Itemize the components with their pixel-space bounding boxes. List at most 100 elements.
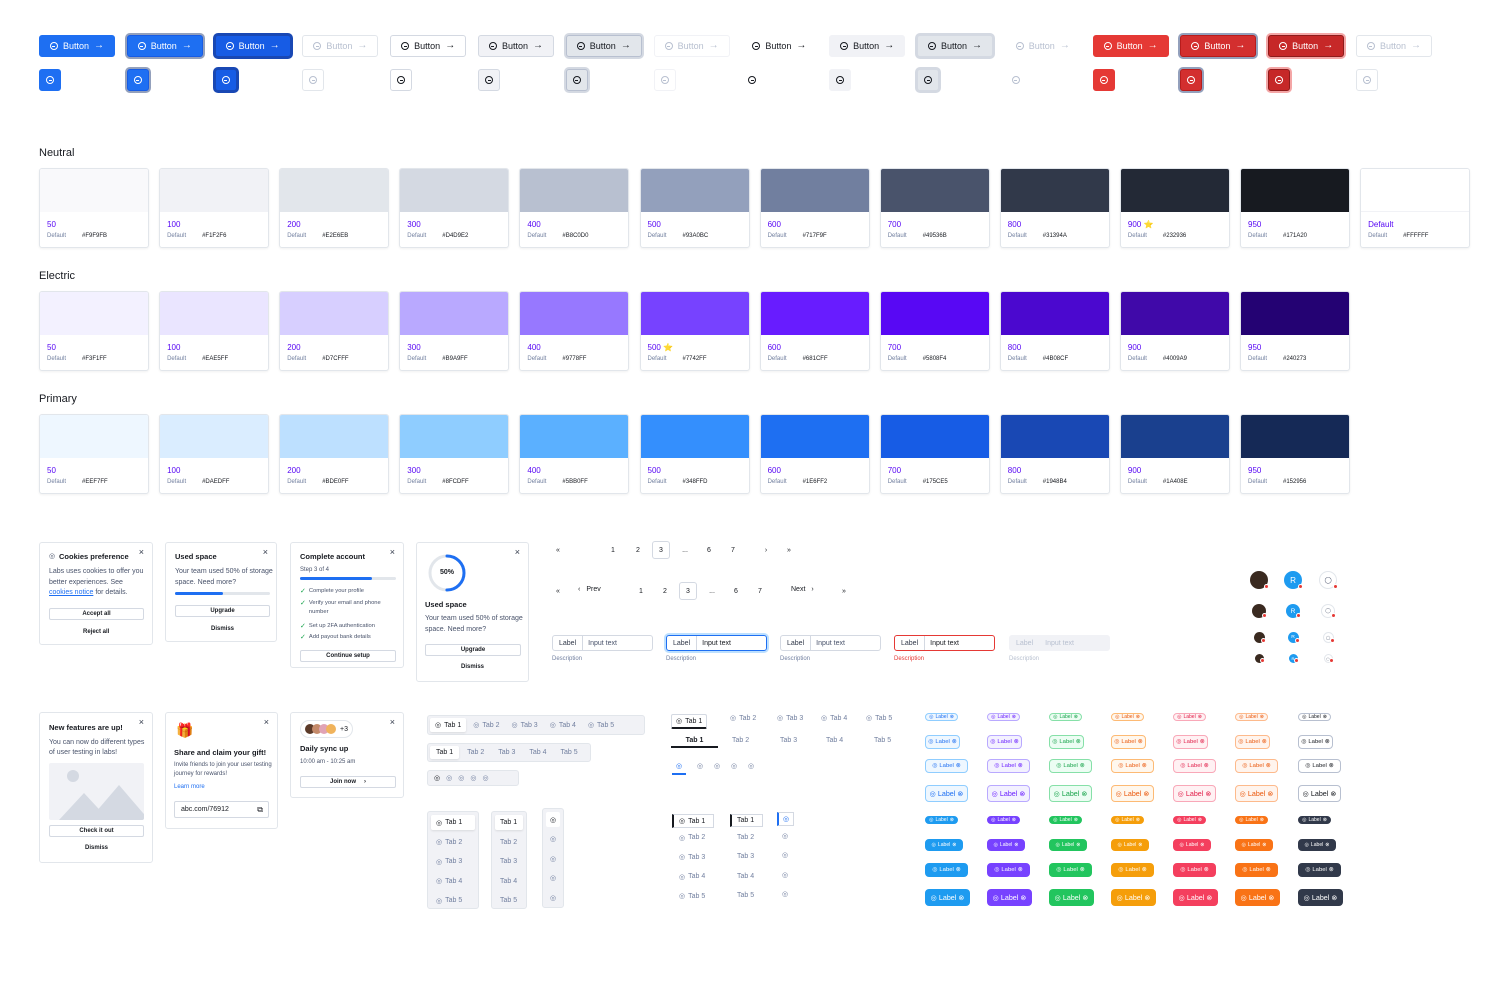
tab-5[interactable]: Tab 5: [495, 893, 523, 908]
copy-icon[interactable]: ⧉: [257, 805, 263, 814]
upgrade-button[interactable]: Upgrade: [425, 644, 521, 656]
icon-button[interactable]: [302, 69, 325, 91]
tab-4[interactable]: ◎Tab 4: [545, 718, 581, 732]
icon-button[interactable]: [1092, 69, 1115, 91]
user-icon[interactable]: ◯: [1322, 632, 1334, 643]
circle-icon[interactable]: ◎: [446, 775, 453, 782]
icon-button[interactable]: [39, 69, 61, 91]
tab-4[interactable]: Tab 4: [495, 874, 523, 889]
tab-1[interactable]: ◎Tab 1: [671, 714, 708, 729]
close-circle-icon[interactable]: ⊗: [958, 894, 965, 902]
icon-button[interactable]: [653, 69, 676, 91]
close-circle-icon[interactable]: ⊗: [1268, 894, 1275, 902]
close-circle-icon[interactable]: ⊗: [1019, 790, 1026, 798]
close-circle-icon[interactable]: ⊗: [1011, 817, 1016, 823]
close-circle-icon[interactable]: ⊗: [955, 867, 961, 873]
close-circle-icon[interactable]: ⊗: [1079, 763, 1085, 769]
circle-icon[interactable]: ◎: [777, 812, 795, 826]
close-circle-icon[interactable]: ⊗: [1205, 790, 1212, 798]
prev-button[interactable]: ‹Prev: [578, 586, 601, 593]
last-page-icon[interactable]: »: [787, 546, 791, 554]
tab-5[interactable]: Tab 5: [730, 892, 754, 899]
close-circle-icon[interactable]: ⊗: [1073, 817, 1078, 823]
dismiss-button[interactable]: Dismiss: [85, 845, 109, 851]
button[interactable]: Button→: [39, 35, 115, 57]
tab-1[interactable]: Tab 1: [430, 746, 460, 759]
button[interactable]: Button→: [1268, 35, 1345, 57]
close-circle-icon[interactable]: ⊗: [1143, 790, 1150, 798]
close-circle-icon[interactable]: ⊗: [951, 739, 957, 745]
tab-1[interactable]: ◎Tab 1: [431, 815, 475, 830]
close-circle-icon[interactable]: ⊗: [1203, 763, 1209, 769]
close-circle-icon[interactable]: ⊗: [1137, 739, 1143, 745]
tab-1[interactable]: Tab 1: [495, 815, 523, 830]
circle-icon[interactable]: ◎: [672, 762, 687, 775]
tab-4[interactable]: Tab 4: [730, 873, 754, 880]
close-circle-icon[interactable]: ⊗: [1141, 763, 1147, 769]
close-circle-icon[interactable]: ⊗: [1325, 842, 1330, 848]
button[interactable]: Button→: [302, 35, 379, 57]
icon-button[interactable]: [917, 69, 939, 91]
user-icon[interactable]: ◯: [1319, 571, 1337, 589]
circle-icon[interactable]: ◎: [549, 855, 557, 863]
learn-more-link[interactable]: Learn more: [174, 784, 205, 790]
icon-button[interactable]: [1268, 69, 1291, 91]
referral-code-field[interactable]: abc.com/76912 ⧉: [174, 801, 269, 818]
close-circle-icon[interactable]: ⊗: [1081, 790, 1088, 798]
close-circle-icon[interactable]: ⊗: [1200, 842, 1205, 848]
circle-icon[interactable]: ◎: [482, 775, 489, 782]
close-circle-icon[interactable]: ⊗: [1331, 894, 1338, 902]
icon-button[interactable]: [1180, 69, 1203, 91]
tab-4[interactable]: ◎Tab 4: [431, 874, 475, 889]
tab-3[interactable]: Tab 3: [495, 854, 523, 869]
circle-icon[interactable]: ◎: [549, 875, 557, 882]
page-number[interactable]: ...: [682, 546, 688, 554]
last-page-icon[interactable]: »: [842, 587, 846, 595]
circle-icon[interactable]: ◎: [434, 775, 441, 782]
accept-all-button[interactable]: Accept all: [49, 608, 144, 620]
icon-button[interactable]: [565, 69, 588, 91]
page-number[interactable]: 7: [731, 546, 735, 554]
close-circle-icon[interactable]: ⊗: [949, 817, 954, 823]
button[interactable]: Button→: [1180, 35, 1257, 57]
tab-5[interactable]: ◎Tab 5: [431, 893, 475, 908]
tab-2[interactable]: ◎Tab 2: [431, 835, 475, 850]
page-number[interactable]: 3: [679, 582, 697, 600]
button[interactable]: Button→: [1092, 35, 1169, 57]
circle-icon[interactable]: ◎: [782, 891, 789, 898]
tab-3[interactable]: ◎Tab 3: [777, 714, 803, 723]
page-number[interactable]: 6: [707, 546, 711, 554]
tab-1[interactable]: ◎Tab 1: [672, 814, 715, 828]
next-page-icon[interactable]: ›: [764, 546, 768, 554]
reject-all-button[interactable]: Reject all: [83, 629, 110, 635]
close-circle-icon[interactable]: ⊗: [1199, 739, 1205, 745]
tab-4[interactable]: ◎Tab 4: [672, 873, 705, 881]
tab-2[interactable]: Tab 2: [495, 835, 523, 850]
close-circle-icon[interactable]: ⊗: [1144, 894, 1151, 902]
button[interactable]: Button→: [565, 35, 642, 57]
close-circle-icon[interactable]: ⊗: [1014, 842, 1019, 848]
button[interactable]: Button→: [478, 35, 554, 57]
button[interactable]: Button→: [1356, 35, 1432, 57]
color-swatch[interactable]: 500 ⭐Default#7742FF: [639, 291, 750, 371]
close-icon[interactable]: ×: [138, 547, 144, 557]
circle-icon[interactable]: ◎: [748, 763, 755, 770]
tab-1[interactable]: Tab 1: [671, 737, 718, 748]
tab-5[interactable]: ◎Tab 5: [672, 892, 705, 901]
close-circle-icon[interactable]: ⊗: [1328, 763, 1334, 769]
tab-2[interactable]: Tab 2: [732, 737, 749, 744]
icon-button[interactable]: [829, 69, 852, 91]
